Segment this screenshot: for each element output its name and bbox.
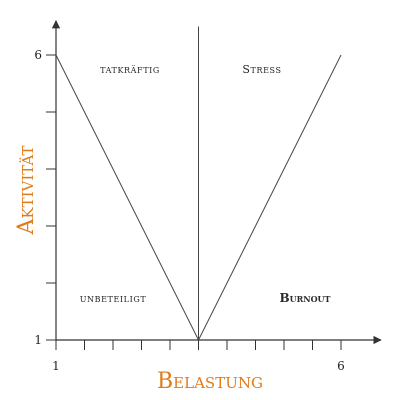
x-axis-title: Belastung [157,369,263,394]
y-axis-ticks [46,54,56,341]
quadrant-label-top-left: tatkräftig [100,63,160,76]
left-diagonal-line [55,54,199,341]
x-tick-label-1: 1 [52,359,60,373]
quadrant-label-bottom-left: unbeteiligt [80,292,147,305]
right-diagonal-line [198,54,342,341]
x-axis-ticks [55,340,342,350]
quadrant-label-top-right: Stress [242,63,281,76]
y-tick-label-1: 1 [34,333,42,347]
y-tick-label-6: 6 [34,48,42,62]
y-axis-title: Aktivität [14,146,39,236]
quadrant-label-bottom-right: Burnout [280,291,331,305]
x-tick-label-6: 6 [337,359,345,373]
